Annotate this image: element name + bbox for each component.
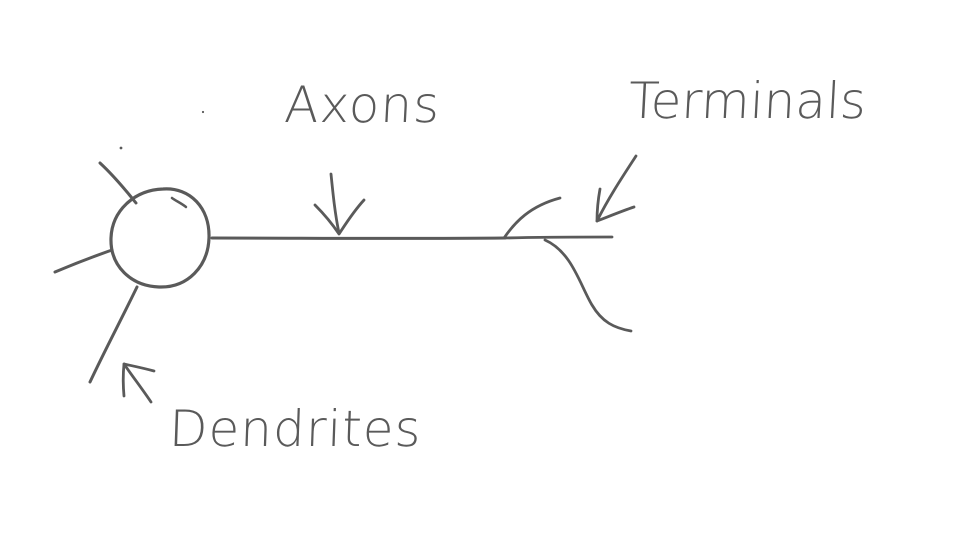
paper-speck <box>201 110 205 114</box>
arrow-dendrites-head <box>121 362 156 398</box>
cell-body-nick <box>170 196 188 209</box>
dendrite-lower <box>88 285 139 384</box>
arrow-dendrites-shaft <box>122 362 153 404</box>
label-dendrites: Dendrites <box>168 400 423 458</box>
dendrite-left <box>53 248 114 274</box>
dendrite-upper <box>98 161 138 205</box>
terminal-upper-branch <box>502 196 562 240</box>
terminal-lower-branch <box>543 238 633 333</box>
terminal-middle-branch <box>503 235 614 240</box>
arrow-terminals-shaft <box>595 154 638 223</box>
arrow-axons-head <box>313 198 366 236</box>
paper-speck <box>119 146 123 150</box>
arrow-terminals-head <box>595 187 636 223</box>
arrow-axons-shaft <box>329 172 341 235</box>
label-terminals: Terminals <box>627 72 868 130</box>
label-axons: Axons <box>283 76 442 134</box>
ink-strokes <box>53 110 638 404</box>
cell-body-circle <box>109 187 211 289</box>
